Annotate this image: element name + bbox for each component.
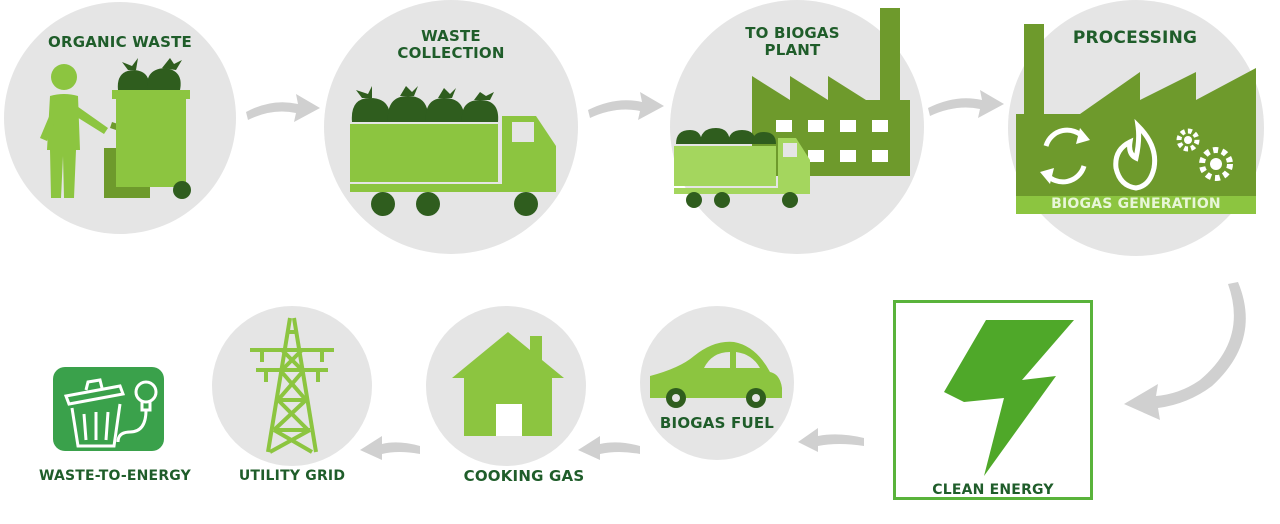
- flow-arrow: [588, 92, 664, 120]
- step-label: BIOGAS FUEL: [659, 414, 775, 432]
- bin-with-bulb-icon: [63, 378, 158, 448]
- car-icon: [650, 341, 782, 408]
- flow-arrow: [246, 94, 320, 122]
- flow-arrow: [928, 90, 1004, 118]
- step-label: COOKING GAS: [463, 467, 585, 485]
- flow-arrow: [798, 428, 864, 452]
- step-label: WASTE-TO-ENERGY: [38, 468, 192, 484]
- step-label: PROCESSING: [1072, 28, 1198, 48]
- step-label: UTILITY GRID: [238, 468, 346, 484]
- step-label: CLEAN ENERGY: [932, 482, 1054, 498]
- biogas-generation-label: BIOGAS GENERATION: [1051, 196, 1221, 212]
- lightning-bolt-icon: [944, 320, 1074, 476]
- factory-with-truck-icon: [674, 8, 910, 208]
- processing-factory-icon: [1016, 24, 1256, 214]
- step-label: ORGANIC WASTE: [48, 33, 192, 51]
- flow-arrow: [578, 436, 640, 460]
- step-label: WASTE: [421, 27, 481, 45]
- step-label: PLANT: [764, 41, 821, 59]
- garbage-truck-icon: [350, 86, 556, 216]
- step-label: TO BIOGAS: [745, 24, 840, 42]
- flow-arrow-curved: [1124, 282, 1246, 420]
- house-icon: [452, 332, 564, 436]
- power-tower-icon: [250, 317, 334, 454]
- flow-arrow: [360, 436, 420, 460]
- person-with-bin-icon: [40, 58, 191, 199]
- step-label: COLLECTION: [397, 44, 505, 62]
